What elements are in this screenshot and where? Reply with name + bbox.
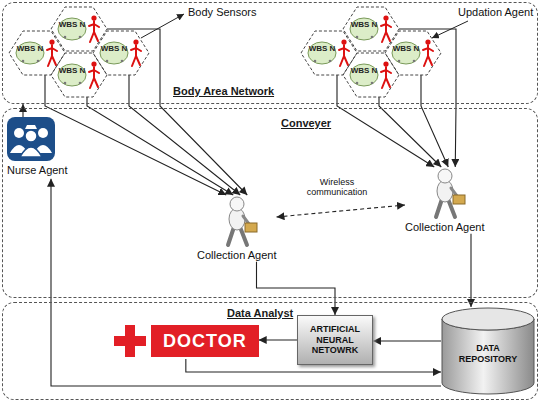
- callout-label: Body Sensors: [188, 6, 256, 19]
- sensor-label: WBS N: [308, 45, 336, 53]
- person-figure: [89, 15, 99, 42]
- network-label: ARTIFICIAL NEURAL NETOWRK: [298, 324, 372, 356]
- collection-agent: Collection Agent: [197, 195, 277, 262]
- collection-agent: Collection Agent: [405, 167, 485, 234]
- doctor-box: DOCTOR: [113, 323, 259, 359]
- sensor-label: WBS N: [350, 67, 378, 75]
- agent-figure: [215, 195, 259, 247]
- agent-label: Collection Agent: [405, 221, 485, 234]
- band-title: Conveyer: [281, 117, 331, 130]
- repository-label: DATA REPOSITORY: [449, 343, 527, 365]
- sensor-cell: WBS N: [385, 31, 441, 75]
- red-cross: [113, 324, 147, 358]
- sensor-cell: WBS N: [93, 31, 149, 75]
- sensor-label: WBS N: [100, 45, 128, 53]
- data-flow-arrow: [373, 340, 441, 341]
- network-band: Body Area Network WBS N WBS N WBS N WBS N WBS…: [2, 2, 538, 104]
- data-flow-arrow: [51, 179, 441, 386]
- person-figure: [381, 61, 391, 88]
- data-flow-arrow: [87, 97, 233, 195]
- sensor-cell: WBS N: [343, 53, 399, 97]
- nurse-agent: Nurse Agent: [7, 117, 68, 179]
- data-flow-arrow: [257, 262, 336, 315]
- doctor-label: DOCTOR: [151, 325, 259, 358]
- agent-label: Collection Agent: [197, 249, 277, 262]
- data-flow-arrow: [421, 75, 448, 167]
- band-title: Body Area Network: [173, 85, 274, 98]
- agent-figure: [423, 167, 467, 219]
- sensor-label: WBS N: [16, 45, 44, 53]
- nurse-icon: [7, 117, 55, 161]
- analyst-band: Data AnalystDOCTOR ARTIFICIAL NEURAL NETO…: [2, 302, 538, 400]
- sensor-label: WBS N: [350, 21, 378, 29]
- sensor-label: WBS N: [58, 21, 86, 29]
- person-figure: [131, 39, 141, 66]
- neural-network-box: ARTIFICIAL NEURAL NETOWRK: [297, 315, 373, 365]
- leader-line: [141, 14, 184, 38]
- person-figure: [339, 39, 349, 66]
- person-figure: [89, 61, 99, 88]
- sensor-cell: WBS N: [51, 53, 107, 97]
- data-flow-arrow: [259, 339, 297, 340]
- wireless-link: [277, 205, 406, 217]
- person-figure: [423, 39, 433, 66]
- data-flow-arrow: [22, 104, 23, 117]
- sensor-label: WBS N: [392, 45, 420, 53]
- data-repository: DATA REPOSITORY: [441, 307, 535, 395]
- agent-label: Nurse Agent: [7, 164, 68, 177]
- data-flow-arrow: [337, 75, 434, 167]
- link-label: Wireless communication: [298, 177, 376, 198]
- sensor-label: WBS N: [58, 67, 86, 75]
- person-figure: [381, 15, 391, 42]
- conveyer-band: ConveyerNurse AgentCollection AgentColle…: [2, 108, 538, 298]
- data-flow-arrow: [470, 234, 471, 307]
- callout-label: Updation Agent: [458, 6, 533, 19]
- person-figure: [47, 39, 57, 66]
- band-title: Data Analyst: [227, 307, 293, 320]
